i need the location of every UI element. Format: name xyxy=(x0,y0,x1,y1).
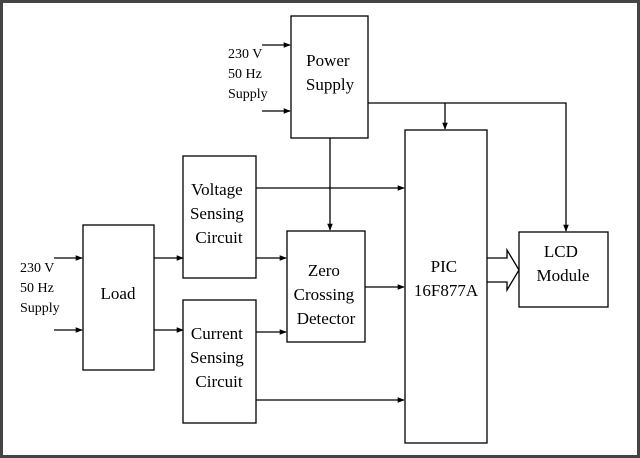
zero-crossing-block xyxy=(286,230,366,343)
left-supply-label: 230 V 50 Hz Supply xyxy=(20,261,60,316)
lcd-block xyxy=(518,231,609,308)
current-sensing-block xyxy=(182,299,257,424)
arrow-power-to-lcd xyxy=(368,102,569,232)
bus-arrow-pic-to-lcd xyxy=(487,247,520,293)
power-supply-block xyxy=(290,15,369,139)
pic-block xyxy=(404,129,488,444)
load-block xyxy=(82,224,155,371)
top-supply-label: 230 V 50 Hz Supply xyxy=(228,47,268,102)
lcd-label: LCD Module xyxy=(537,242,590,285)
current-sensing-label: Current Sensing Circuit xyxy=(190,324,248,391)
voltage-sensing-block xyxy=(182,155,257,279)
pic-label: PIC 16F877A xyxy=(414,257,479,300)
load-label: Load xyxy=(101,284,136,303)
zero-crossing-label: Zero Crossing Detector xyxy=(294,261,359,328)
power-supply-label: Power Supply xyxy=(306,51,355,94)
voltage-sensing-label: Voltage Sensing Circuit xyxy=(190,180,248,247)
